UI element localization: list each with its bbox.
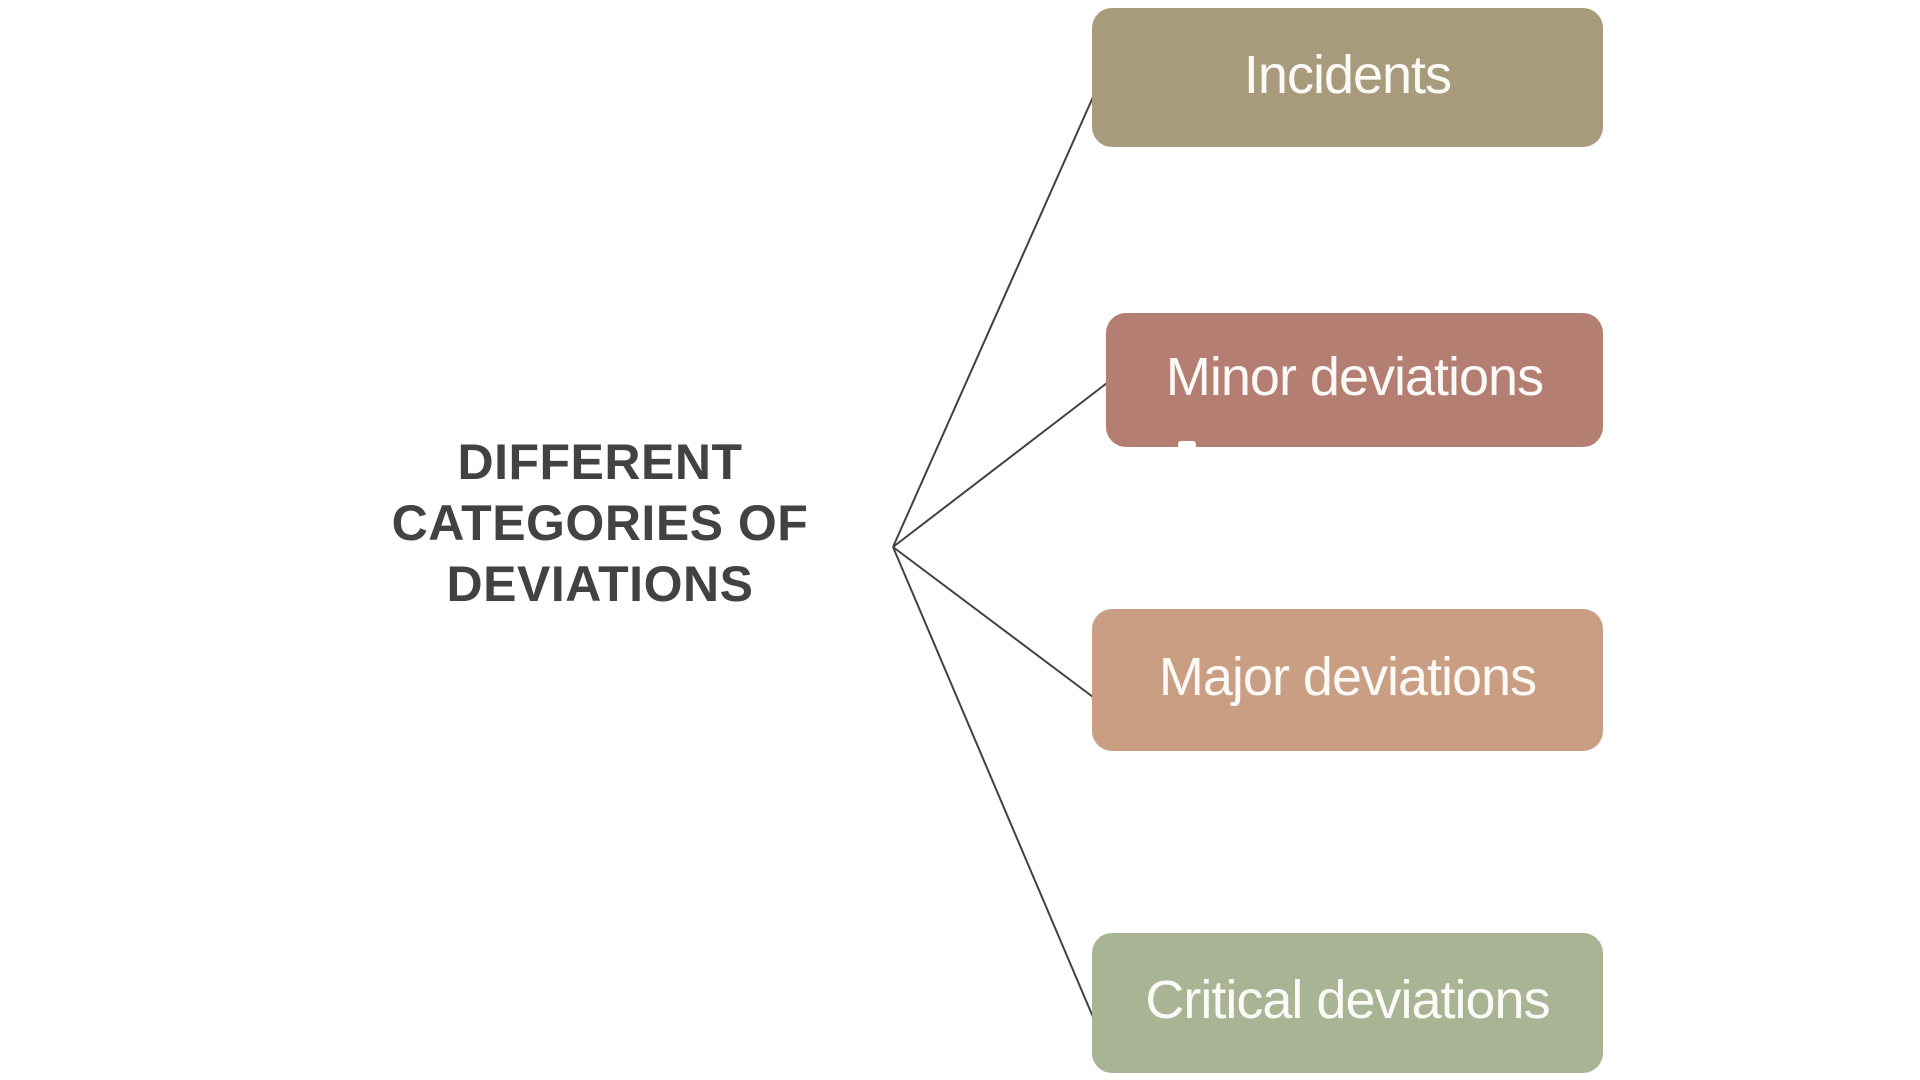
node-label: Incidents	[1243, 44, 1452, 105]
minor-node-artifact	[1178, 441, 1196, 451]
node-label: Major deviations	[1158, 647, 1537, 707]
diagram-title-line: DEVIATIONS	[446, 556, 754, 612]
connector-line-critical-deviations	[892, 546, 1094, 1018]
diagram-title-line: DIFFERENT	[457, 434, 743, 490]
diagram-title: DIFFERENT CATEGORIES OF DEVIATIONS	[330, 432, 870, 615]
diagram-title-line: CATEGORIES OF	[391, 495, 809, 551]
node-incidents: Incidents	[1092, 8, 1603, 147]
connector-line-major-deviations	[892, 546, 1094, 698]
node-label: Minor deviations	[1165, 347, 1544, 407]
connector-line-incidents	[892, 96, 1094, 548]
connector-line-minor-deviations	[892, 382, 1108, 548]
node-minor-deviations: Minor deviations	[1106, 313, 1603, 447]
node-critical-deviations: Critical deviations	[1092, 933, 1603, 1073]
node-label: Critical deviations	[1145, 970, 1550, 1030]
node-major-deviations: Major deviations	[1092, 609, 1603, 751]
